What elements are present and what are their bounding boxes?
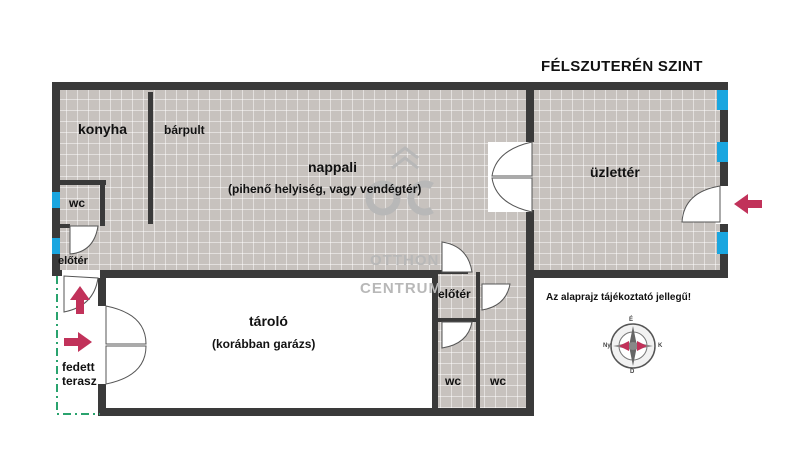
- room-label-terasz: terasz: [62, 374, 97, 388]
- room-label-wc-bottom-left: wc: [445, 374, 462, 388]
- watermark-logo: [365, 146, 434, 216]
- window: [717, 142, 728, 162]
- room-label-fedett: fedett: [62, 360, 95, 374]
- compass-icon: [610, 323, 656, 369]
- watermark-line2: CENTRUM: [360, 280, 442, 297]
- compass-east: K: [658, 343, 663, 349]
- windows: [52, 90, 728, 254]
- room-label-barpult: bárpult: [164, 123, 205, 137]
- compass-south: D: [630, 369, 635, 375]
- entrance-arrows: [64, 194, 762, 352]
- compass-west: Ny: [603, 343, 611, 349]
- window: [52, 238, 60, 254]
- room-label-uzletter: üzlettér: [590, 164, 640, 180]
- floor-tarolo: [104, 277, 434, 410]
- room-label-konyha: konyha: [78, 121, 128, 137]
- floor-shop: [530, 88, 722, 273]
- room-label-wc-left: wc: [69, 196, 86, 210]
- doors: [62, 141, 728, 385]
- arrow-right-icon: [64, 332, 92, 352]
- room-label-nappali-sub: (pihenő helyiség, vagy vendégtér): [228, 182, 422, 196]
- watermark-line1: OTTHON: [370, 252, 440, 269]
- arrow-up-icon: [70, 286, 90, 314]
- arrow-left-icon: [734, 194, 762, 214]
- tiled-floors: [58, 88, 722, 411]
- room-label-tarolo: tároló: [249, 313, 288, 329]
- compass-north: É: [629, 317, 634, 323]
- room-label-eloter-left: előtér: [58, 255, 88, 267]
- window: [717, 232, 728, 254]
- floor-main: [58, 88, 528, 273]
- room-label-tarolo-sub: (korábban garázs): [212, 337, 316, 351]
- terrace-boundary: [56, 276, 100, 415]
- page-title: FÉLSZUTERÉN SZINT: [541, 58, 703, 75]
- window: [52, 192, 60, 208]
- room-label-eloter-mid: előtér: [438, 287, 471, 301]
- disclaimer-note: Az alaprajz tájékoztató jellegű!: [546, 292, 692, 303]
- room-label-nappali: nappali: [308, 159, 358, 175]
- window: [717, 90, 728, 110]
- room-label-wc-bottom-right: wc: [490, 374, 507, 388]
